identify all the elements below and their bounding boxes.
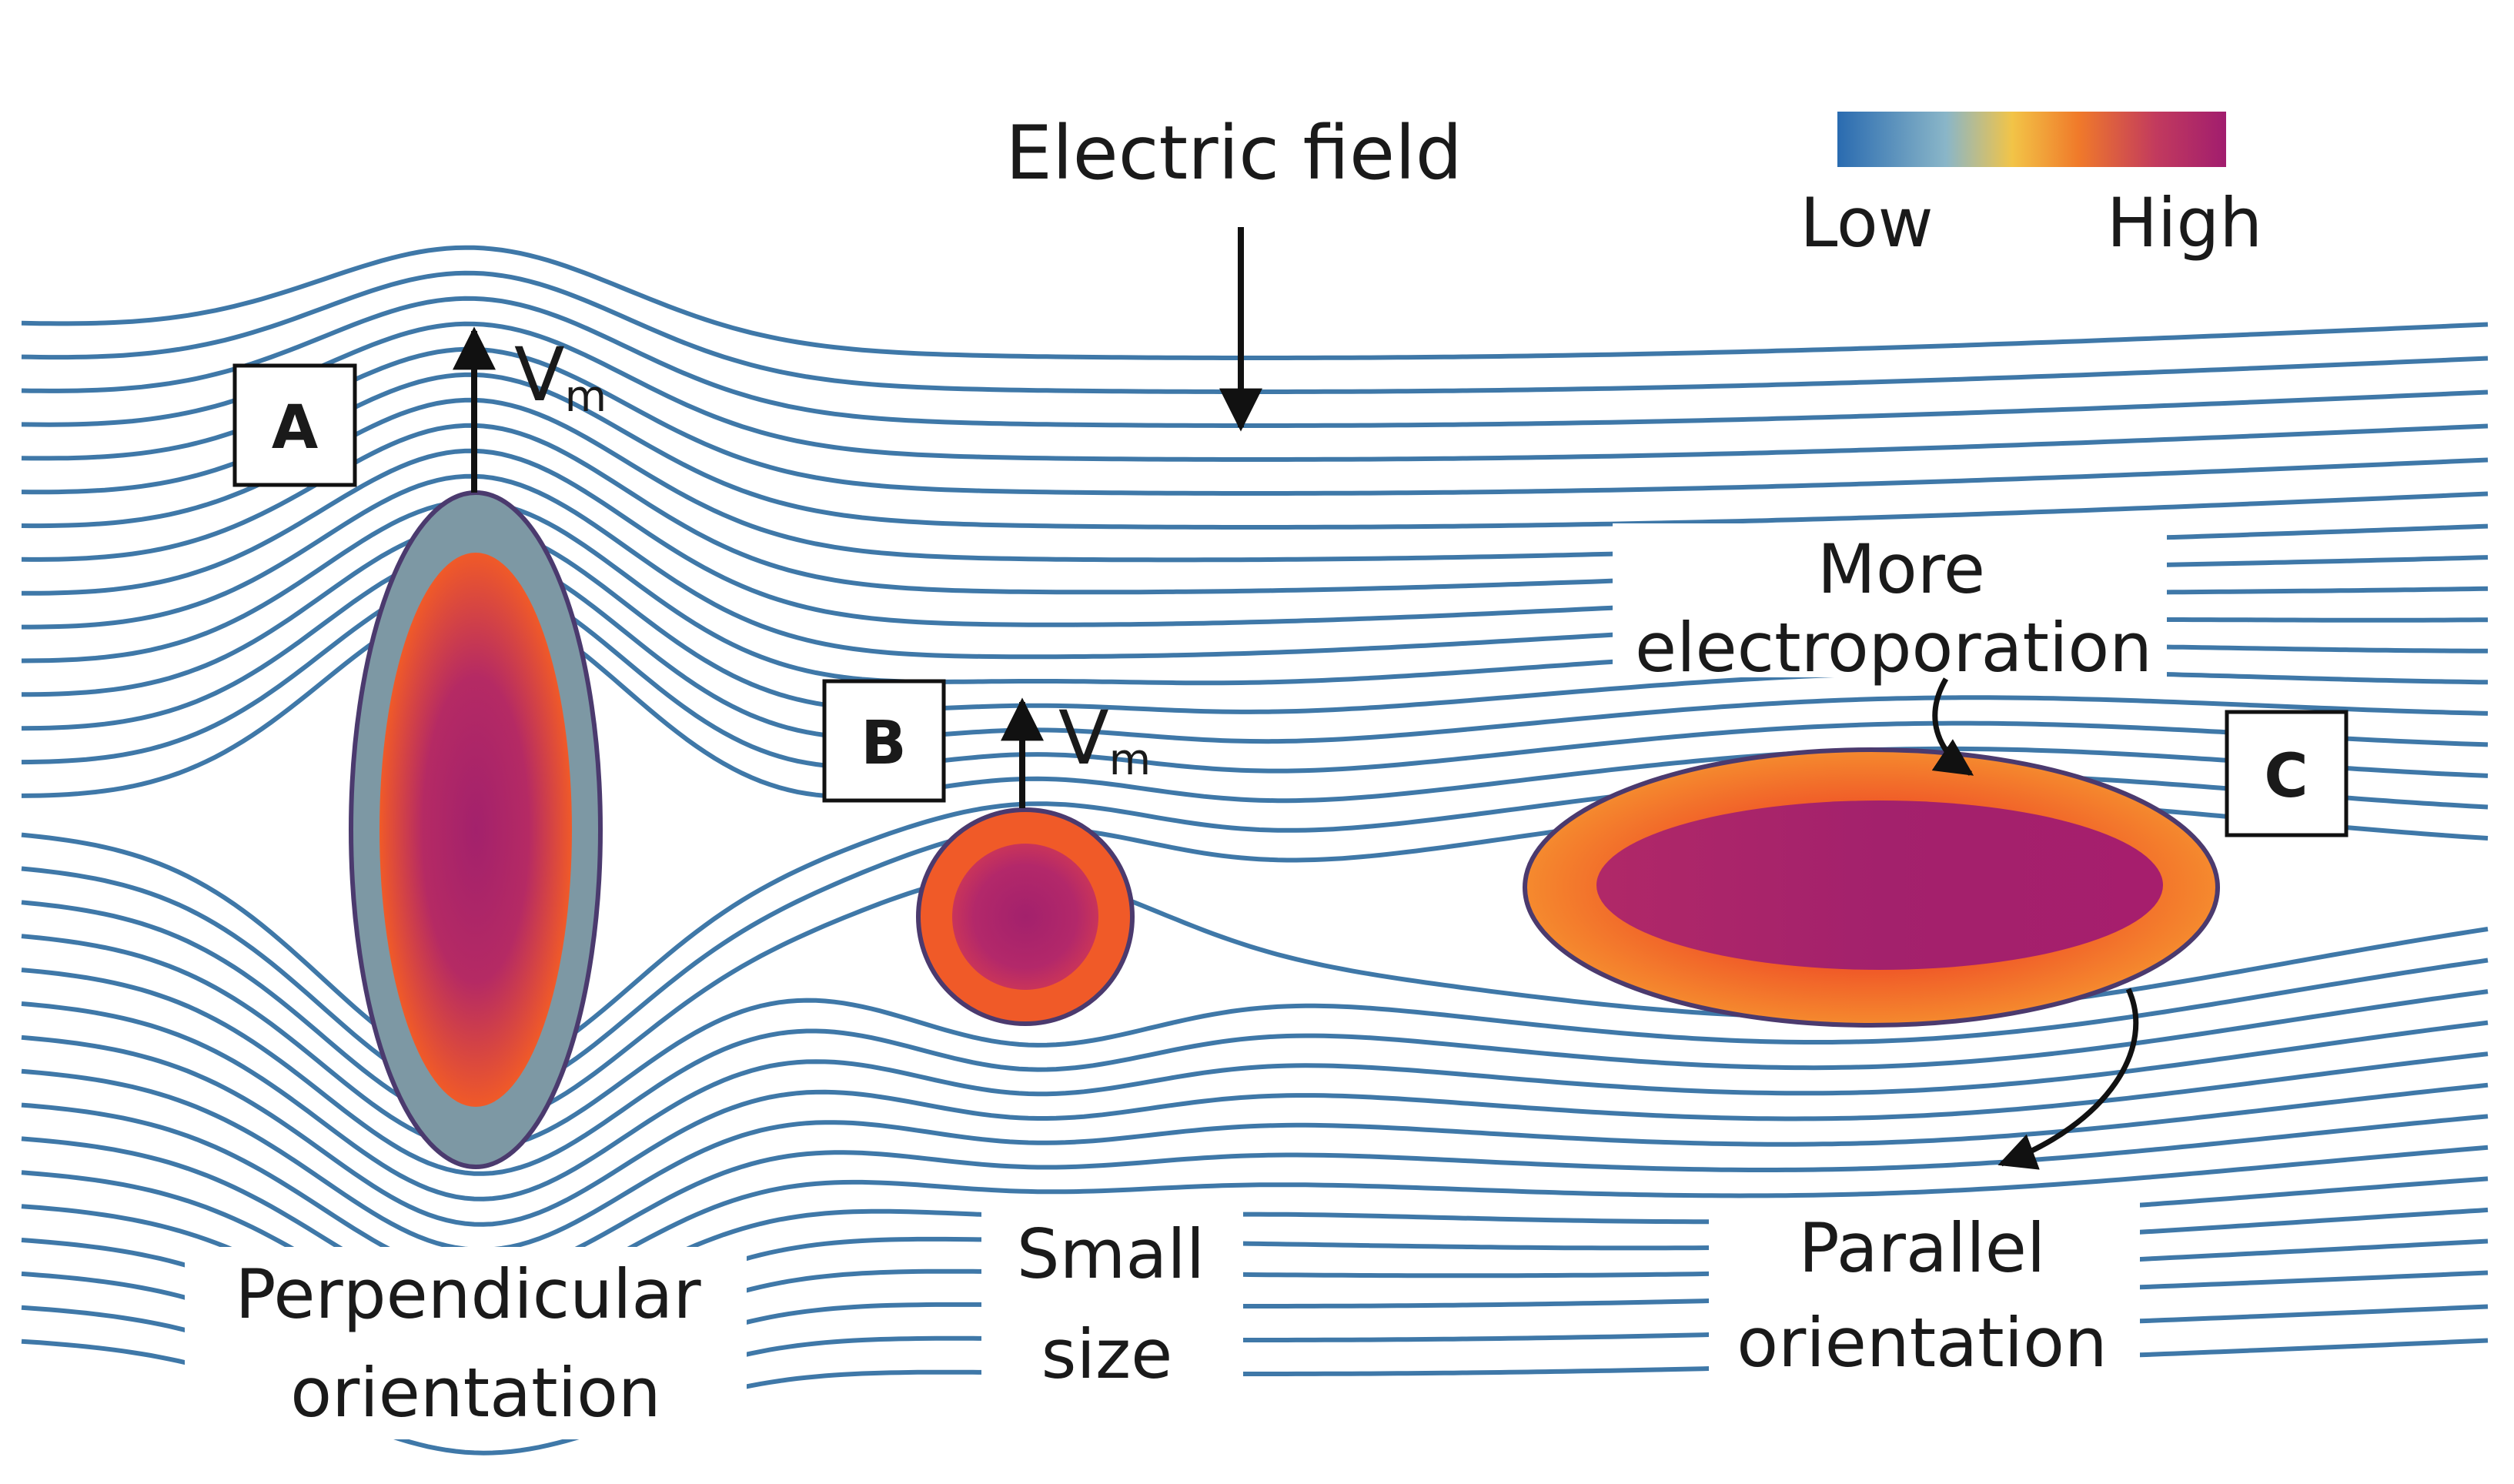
cell-a	[349, 490, 603, 1169]
caption-b-line2: size	[1041, 1315, 1173, 1394]
label-box-b: B	[822, 679, 946, 803]
caption-c: Parallel orientation	[1709, 1201, 2140, 1409]
field-line	[21, 296, 2489, 428]
color-legend: Low High	[1800, 112, 2262, 262]
caption-c-line2: orientation	[1737, 1303, 2107, 1382]
caption-b-line1: Small	[1017, 1215, 1205, 1294]
cell-c	[1523, 747, 2220, 1028]
legend-gradient-bar	[1837, 112, 2226, 167]
title-electric-field: Electric field	[1005, 110, 1462, 196]
more-electroporation-arrow	[1931, 677, 1974, 776]
caption-a-line2: orientation	[290, 1353, 660, 1432]
caption-a: Perpendicular orientation	[185, 1247, 747, 1439]
caption-b: Small size	[981, 1205, 1243, 1412]
label-b-text: B	[861, 709, 906, 778]
field-line	[21, 1001, 2489, 1202]
label-a-text: A	[272, 393, 318, 463]
field-line	[21, 1034, 2489, 1227]
caption-c-line1: Parallel	[1799, 1208, 2046, 1288]
label-box-c: C	[2225, 710, 2349, 837]
field-line	[21, 270, 2489, 394]
field-line	[21, 968, 2489, 1176]
field-line	[21, 1068, 2489, 1252]
note-c-line1: More	[1817, 530, 1985, 609]
parallel-orientation-arrow	[1997, 988, 2139, 1170]
legend-high-label: High	[2107, 183, 2262, 262]
label-box-a: A	[232, 363, 357, 487]
label-c-text: C	[2264, 742, 2308, 811]
legend-low-label: Low	[1800, 183, 1933, 262]
cell-a-vm-label: Vm	[514, 332, 607, 422]
cell-a-core	[379, 553, 572, 1107]
cell-b-vm-label: Vm	[1058, 695, 1151, 785]
caption-a-line1: Perpendicular	[235, 1255, 701, 1334]
field-line	[21, 372, 2489, 530]
field-line	[21, 245, 2489, 360]
note-c: More electroporation	[1613, 523, 2167, 687]
note-c-line2: electroporation	[1635, 608, 2152, 687]
cell-c-core	[1596, 800, 2163, 970]
field-line	[21, 321, 2489, 462]
field-line	[21, 346, 2489, 496]
cell-b-core	[952, 844, 1098, 990]
cell-b	[916, 807, 1135, 1026]
